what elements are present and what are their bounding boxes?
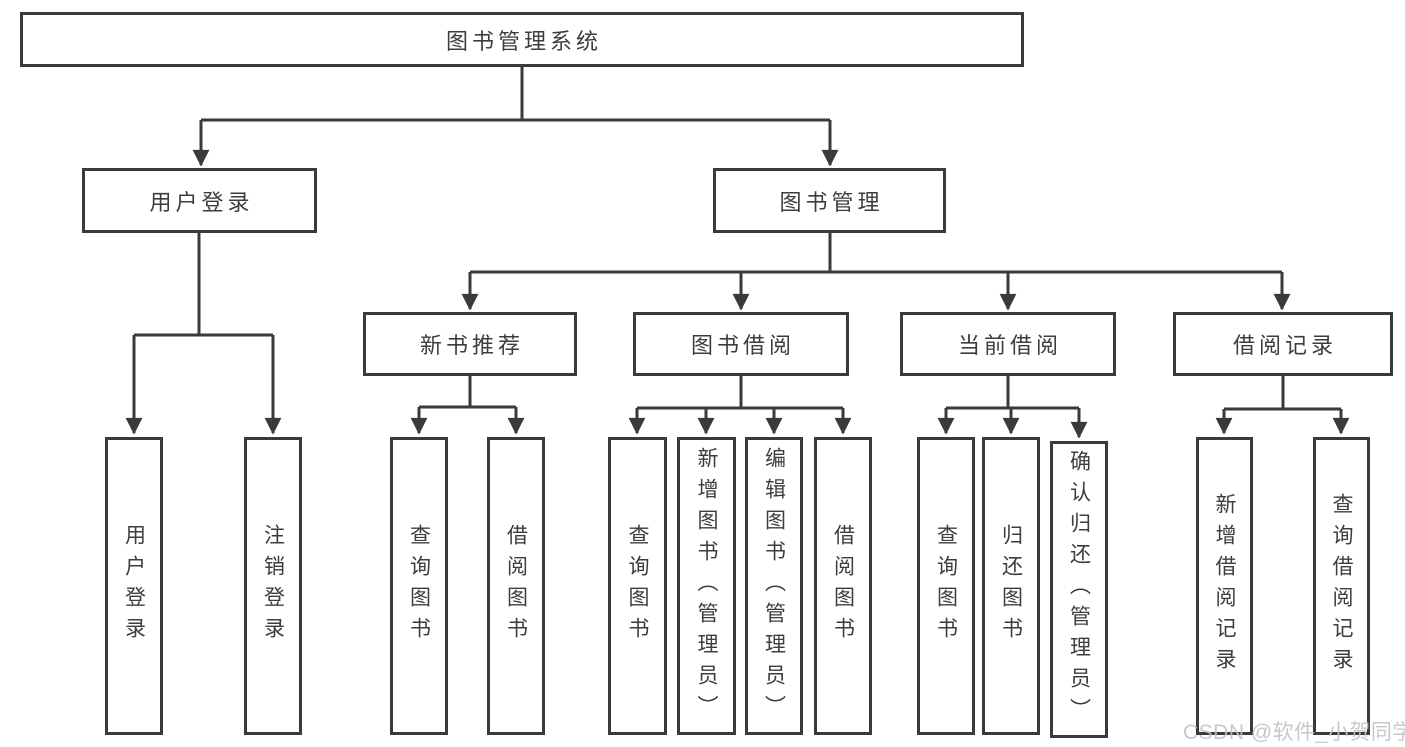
connector-new-book-spine [419, 376, 516, 409]
connector-book-management-spine [470, 233, 1282, 274]
node-book-borrow: 图书借阅 [633, 312, 849, 376]
node-label: 编辑图书（管理员） [762, 446, 786, 726]
leaf-add-borrow-record: 新增借阅记录 [1196, 437, 1253, 735]
node-label: 图书管理系统 [445, 28, 602, 54]
node-label: 当前借阅 [957, 333, 1062, 358]
leaf-query-borrow-record: 查询借阅记录 [1313, 437, 1370, 735]
node-label: 新增借阅记录 [1213, 493, 1236, 679]
node-label: 归还图书 [999, 524, 1023, 648]
leaf-borrow-books: 借阅图书 [814, 437, 872, 735]
node-label: 注销登录 [261, 524, 285, 648]
connector-root-spine [201, 67, 830, 122]
node-label: 借阅记录 [1232, 333, 1337, 358]
leaf-borrow-books-recommend: 借阅图书 [487, 437, 545, 735]
node-library-system: 图书管理系统 [20, 12, 1024, 67]
node-book-management: 图书管理 [713, 168, 946, 233]
connector-borrow-records-spine [1224, 376, 1341, 411]
node-label: 查询借阅记录 [1330, 493, 1353, 679]
node-label: 新增图书（管理员） [695, 446, 718, 726]
node-current-borrow: 当前借阅 [900, 312, 1116, 376]
leaf-logout: 注销登录 [244, 437, 302, 735]
node-label: 查询图书 [626, 524, 649, 648]
connector-book-borrow-spine [637, 376, 843, 410]
leaf-query-books-recommend: 查询图书 [390, 437, 448, 735]
leaf-user-login: 用户登录 [105, 437, 163, 735]
leaf-query-books-borrow: 查询图书 [608, 437, 667, 735]
csdn-watermark: CSDN @软件_小贺同学 [1183, 721, 1405, 744]
leaf-query-books-current: 查询图书 [917, 437, 975, 735]
node-label: 图书管理 [779, 189, 884, 215]
node-borrow-records: 借阅记录 [1173, 312, 1393, 376]
leaf-confirm-return-admin: 确认归还（管理员） [1050, 441, 1108, 738]
connector-current-borrow-spine [946, 376, 1079, 410]
node-user-login: 用户登录 [82, 168, 317, 233]
node-label: 借阅图书 [504, 524, 528, 648]
leaf-add-book-admin: 新增图书（管理员） [677, 437, 736, 735]
node-label: 用户登录 [122, 524, 146, 648]
node-label: 查询图书 [407, 524, 431, 648]
leaf-return-book: 归还图书 [982, 437, 1040, 735]
node-label: 用户登录 [149, 189, 254, 215]
node-label: 新书推荐 [419, 333, 524, 358]
connector-user-login-spine [134, 233, 273, 337]
leaf-edit-book-admin: 编辑图书（管理员） [745, 437, 803, 735]
node-label: 确认归还（管理员） [1067, 450, 1091, 729]
node-new-book-recommend: 新书推荐 [363, 312, 577, 376]
node-label: 图书借阅 [690, 333, 795, 358]
node-label: 借阅图书 [831, 524, 855, 648]
node-label: 查询图书 [934, 524, 958, 648]
